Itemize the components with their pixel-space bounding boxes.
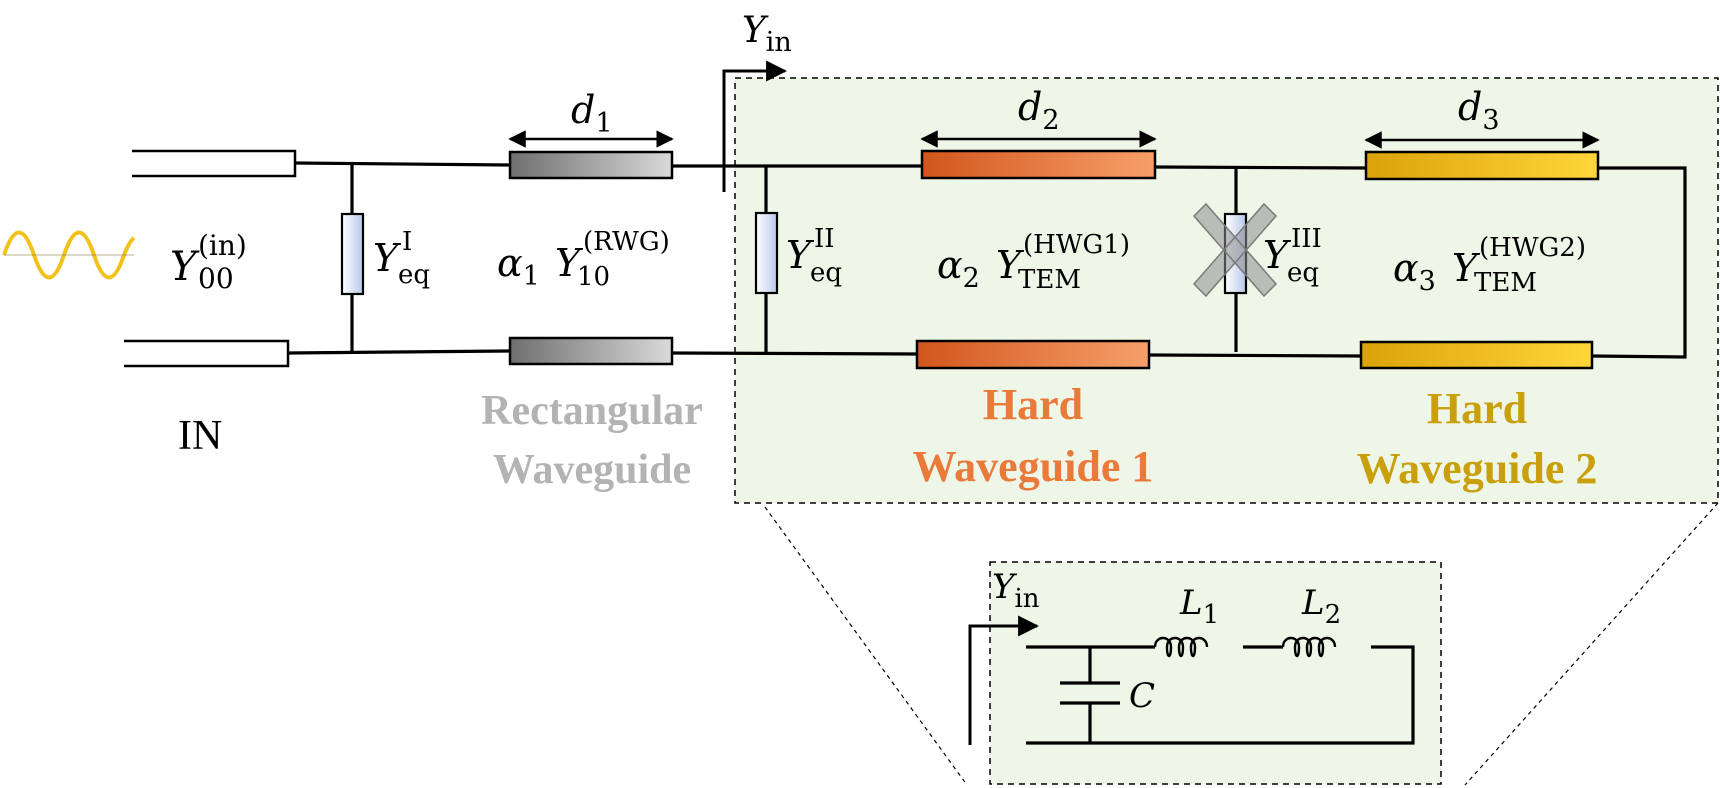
yeq3-label: Y [1263,233,1292,277]
hwg1-label-line1: Hard [983,380,1083,429]
yeq1-label: Y [373,236,402,280]
y00-sup: (in) [198,229,247,262]
hwg2-sub: TEM [1474,268,1537,298]
l1-label: L1 [1179,583,1219,630]
yin-reference-plane [722,60,788,192]
yeq2-sup: II [814,224,835,254]
top-rail-wire-3 [1154,165,1367,170]
yeq3-sup: III [1291,224,1322,254]
yeq1-admittance [340,212,365,296]
in-label: IN [178,413,222,459]
zoom-line-right [1464,502,1719,786]
hwg1-y-label: Y [996,243,1025,287]
y00-label: Y [170,244,200,290]
zoom-line-left [764,506,968,786]
rwg-sub: 10 [577,262,610,292]
hwg1-line-top [920,149,1157,180]
bottom-rail-wire-3 [1148,353,1362,358]
hwg1-sub: TEM [1018,265,1081,295]
cross-out-outline [1192,202,1278,298]
d1-label: d1 [571,88,613,139]
hwg1-alpha-label: α2 [937,243,980,294]
input-port-bottom [120,339,290,368]
d3-label: d3 [1458,85,1500,136]
port-fade-bottom [110,338,124,370]
hwg2-y-label: Y [1452,246,1481,290]
rwg-y-label: Y [555,241,584,285]
rwg-line-bottom [508,336,674,366]
yeq2-admittance [754,211,779,295]
hwg1-sup: (HWG1) [1023,230,1130,260]
input-port-top [128,149,297,178]
port-fade-top [118,148,132,180]
yeq1-sub: eq [398,260,430,290]
l2-label: L2 [1301,583,1341,630]
yeq2-label: Y [786,233,815,277]
hwg2-line-top [1364,150,1600,181]
inset-yin-reference-plane [968,615,1040,745]
inductor-l1-icon [1153,636,1209,658]
yeq2-sub: eq [810,258,842,288]
y00-sub: 00 [198,262,234,295]
inductor-l2-icon [1281,636,1337,658]
bottom-rail-wire [287,349,511,355]
rectangular-label-line2: Waveguide [493,447,691,493]
hwg1-label-line2: Waveguide 1 [913,442,1154,491]
cross-out-icon [1193,204,1277,296]
rwg-alpha-label: α1 [497,241,540,292]
top-rail-wire-4 [1591,166,1687,359]
hwg1-line-bottom [915,339,1151,370]
hwg2-alpha-label: α3 [1393,246,1436,297]
inset-right-wire [1026,645,1415,745]
rwg-line-top [508,150,674,180]
inset-equivalent-region [989,561,1442,785]
hwg2-label-line1: Hard [1427,384,1527,433]
rectangular-label-line1: Rectangular [481,388,703,434]
hwg2-line-bottom [1359,340,1594,370]
hwg2-sup: (HWG2) [1479,233,1586,263]
yeq3-sub: eq [1287,258,1319,288]
d2-label: d2 [1018,85,1060,136]
bottom-rail-wire-2 [671,351,918,356]
yin-main-label: Yin [742,10,792,58]
yeq1-sup: I [402,227,412,257]
c-label: C [1129,676,1155,716]
inset-yin-label: Yin [992,567,1040,614]
rwg-sup: (RWG) [583,227,670,257]
top-rail-wire [294,161,511,167]
hwg2-label-line2: Waveguide 2 [1357,444,1598,493]
